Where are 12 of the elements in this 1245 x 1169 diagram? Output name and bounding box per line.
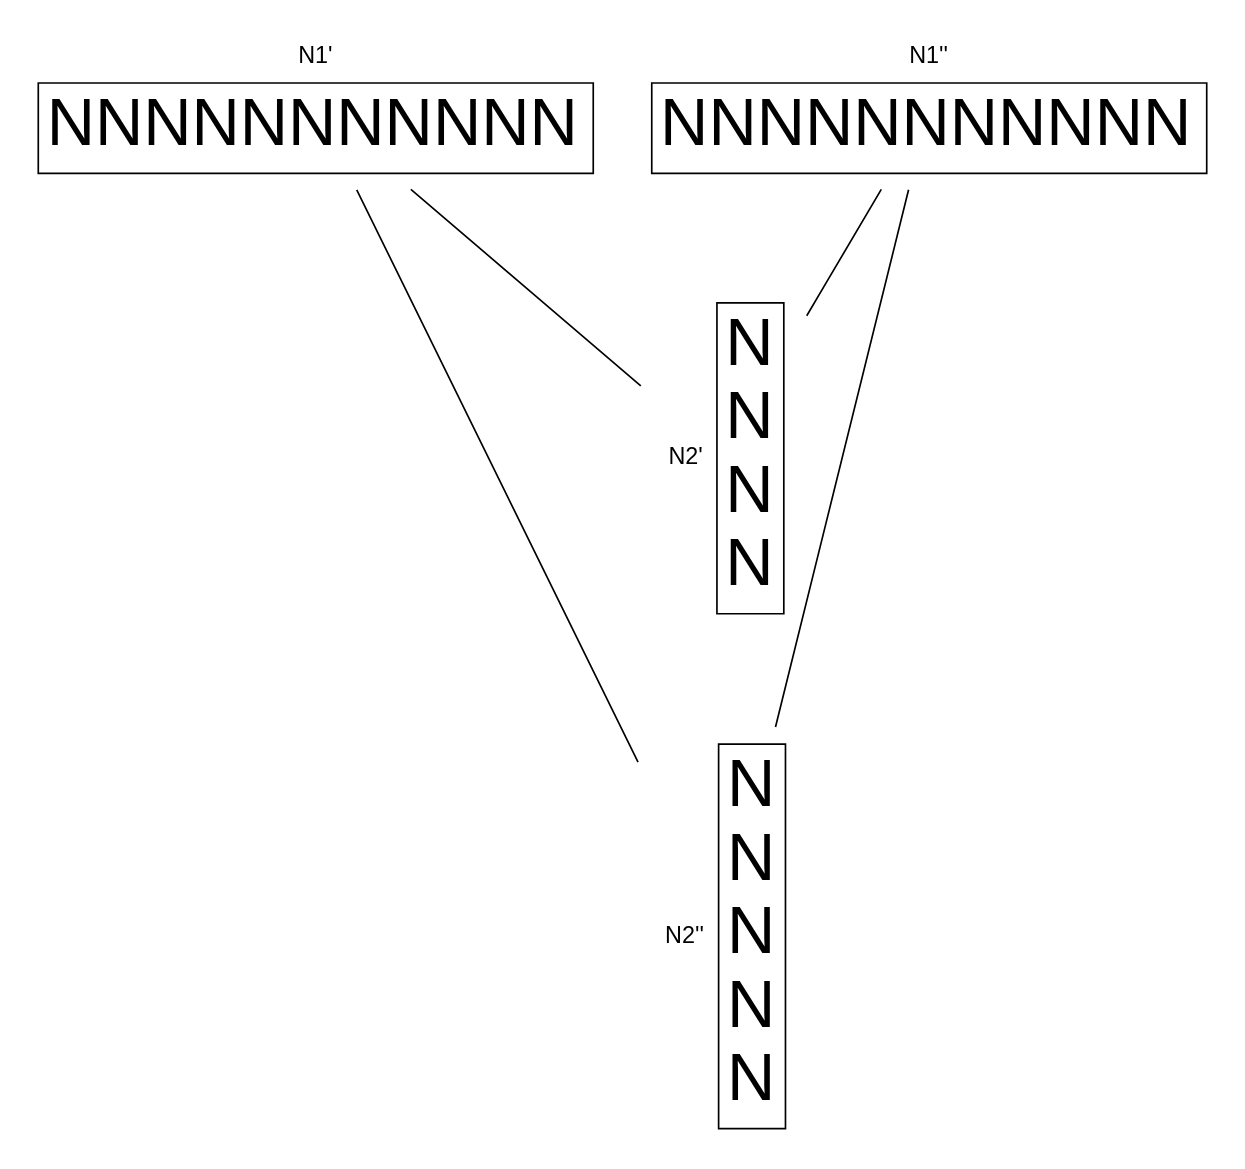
- node-label: N1': [298, 42, 333, 69]
- node-box: N N N N: [716, 302, 785, 615]
- connector: [410, 188, 642, 387]
- node-box: NNNNNNNNNNN: [37, 82, 595, 175]
- node-box: NNNNNNNNNNN: [650, 82, 1208, 175]
- connector: [774, 188, 910, 728]
- connector: [355, 188, 639, 764]
- node-label: N2': [668, 443, 703, 470]
- node-label: N1'': [909, 42, 949, 69]
- connector: [805, 188, 883, 317]
- node-box: N N N N N: [717, 743, 787, 1130]
- node-label: N2'': [665, 921, 704, 948]
